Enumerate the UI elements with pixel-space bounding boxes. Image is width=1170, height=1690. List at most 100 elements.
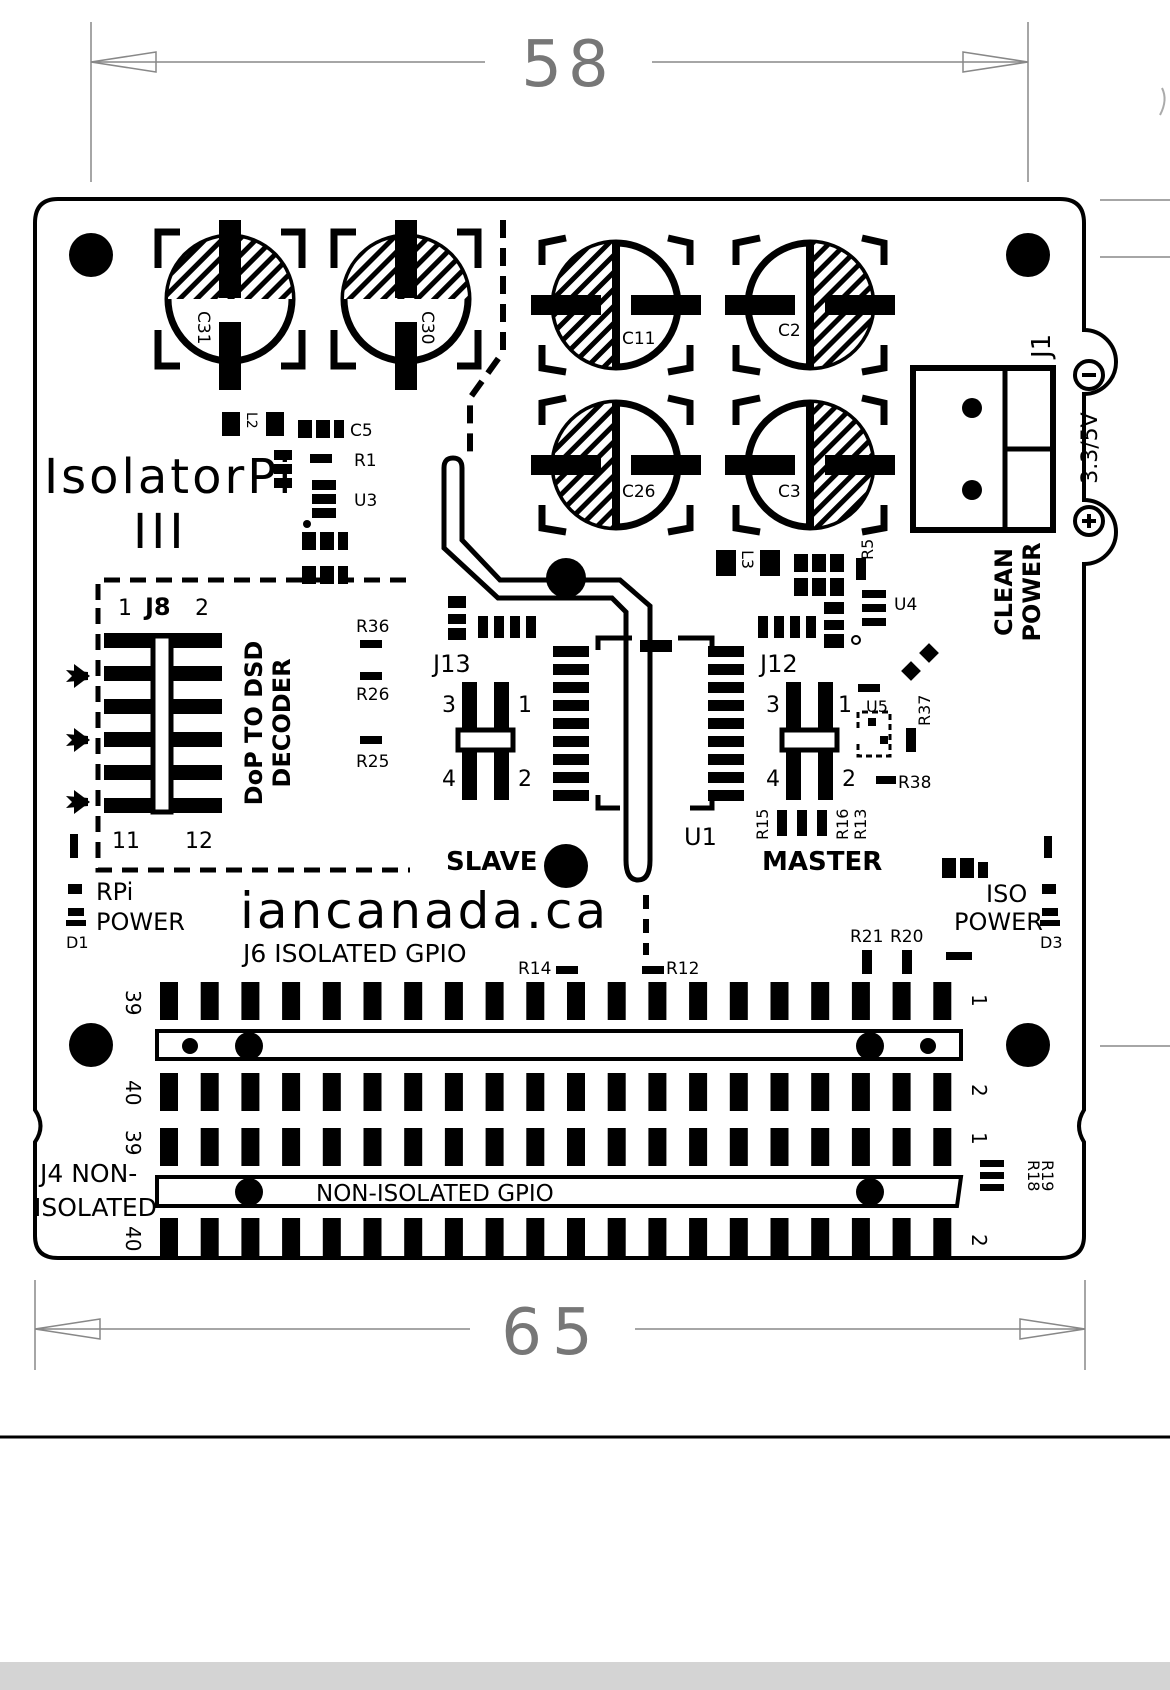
c5-label: C5 (350, 421, 373, 441)
passive-cluster-u4 (758, 554, 886, 648)
j6-pin (567, 1073, 585, 1111)
j4-pin (892, 1128, 911, 1166)
j6-pin (933, 982, 952, 1020)
c30-label: C30 (417, 311, 437, 345)
j6-pin (444, 1073, 463, 1111)
j4-pin (607, 1128, 626, 1166)
j13-pin4: 4 (442, 767, 456, 792)
ic-u5 (856, 684, 916, 758)
r19-label: R19 (1038, 1160, 1057, 1191)
resistors-r36-r26-r25 (360, 640, 382, 744)
power-terminal-j1 (910, 365, 1056, 533)
slave-label: SLAVE (446, 847, 538, 877)
j6-pin (770, 1073, 789, 1111)
j4-pin (770, 1128, 789, 1166)
j4-pin (811, 1218, 830, 1256)
j4-pin (282, 1218, 301, 1256)
board-title-revision: III (133, 504, 187, 560)
u4-label: U4 (894, 595, 917, 615)
dop-label-line2: DECODER (268, 658, 296, 787)
j4-pin (933, 1128, 952, 1166)
r18-label: R18 (1024, 1160, 1043, 1191)
j4-pin (811, 1128, 830, 1166)
j6-pin (160, 1073, 178, 1111)
j6-pin40-label: 40 (121, 1080, 145, 1105)
capacitor-c31: C31 (154, 220, 306, 390)
r13-label: R13 (851, 809, 870, 840)
j13-pin3: 3 (442, 693, 456, 718)
resistor-r12 (642, 966, 664, 974)
j8-jumper-bar (150, 633, 174, 815)
j8-outline (95, 577, 410, 873)
j4-pin (770, 1218, 789, 1256)
board-title: IsolatorPi (44, 449, 294, 505)
j4-pin (933, 1218, 952, 1256)
capacitor-c5 (298, 420, 344, 438)
j4-header-body (155, 1175, 964, 1208)
r37-label: R37 (915, 695, 934, 726)
r16-label: R16 (833, 809, 852, 840)
j6-pin (689, 1073, 708, 1111)
r25-label: R25 (356, 752, 389, 772)
j6-pin39-label: 39 (121, 990, 145, 1015)
u1-label: U1 (684, 823, 717, 851)
j12-jumper (779, 682, 840, 800)
j4-pin (322, 1128, 341, 1166)
j6-pin (811, 982, 830, 1020)
j4-pin (160, 1128, 178, 1166)
inductor-l3 (716, 550, 780, 576)
resistor-r14 (556, 966, 578, 974)
ic-u1 (553, 635, 744, 811)
board-outline (33, 197, 1118, 1260)
j4-pin (404, 1218, 423, 1256)
j6-pin (729, 1073, 748, 1111)
capacitor-c11: C11 (531, 234, 701, 376)
iso-power-line1: ISO (986, 880, 1027, 908)
dimension-width (90, 22, 1029, 182)
j4-pin (851, 1218, 870, 1256)
j6-pin (770, 982, 789, 1020)
j4-pin (200, 1218, 219, 1256)
r1-label: R1 (354, 451, 377, 471)
inductor-l2 (222, 412, 284, 436)
j4-pin1-label: 1 (967, 1132, 991, 1145)
j6-pin (282, 982, 301, 1020)
j6-pin (241, 1073, 260, 1111)
c31-label: C31 (193, 311, 213, 345)
u3-label: U3 (354, 491, 377, 511)
j4-pin (526, 1218, 545, 1256)
via-slave (544, 844, 588, 888)
voltage-label: 3.3/5V (1078, 412, 1103, 483)
j4-pin (363, 1128, 382, 1166)
j6-pin (282, 1073, 301, 1111)
u5-label: U5 (866, 697, 888, 716)
j4-alignment-dots (235, 1178, 884, 1206)
passive-cluster-j13 (448, 596, 536, 640)
j4-pin (322, 1218, 341, 1256)
j6-pin (526, 1073, 545, 1111)
j4-pin40-label: 40 (121, 1226, 145, 1251)
j6-pin (200, 982, 219, 1020)
dimension-length-value: 65 (501, 1296, 602, 1370)
clean-power-line2: POWER (1018, 542, 1046, 641)
j4-pin (363, 1218, 382, 1256)
non-isolated-gpio-label: NON-ISOLATED GPIO (316, 1181, 554, 1207)
r14-label: R14 (518, 959, 551, 979)
dimension-width-value: 58 (521, 28, 614, 102)
j8-arrow-icons (66, 664, 90, 814)
led-d3 (942, 836, 1060, 926)
passive-cluster-top (302, 520, 348, 584)
j6-pin (200, 1073, 219, 1111)
j6-pin (322, 1073, 341, 1111)
resistors-r15-r16-r13 (777, 810, 827, 836)
j4-pin-row-top (160, 1128, 952, 1166)
j6-pin (363, 1073, 382, 1111)
rpi-power-line1: RPi (96, 878, 133, 906)
j4-pin (444, 1128, 463, 1166)
j4-pin-row-bottom (160, 1218, 952, 1256)
c26-label: C26 (622, 482, 656, 502)
led-d1 (66, 834, 86, 926)
via-center (546, 558, 586, 598)
j6-heading: J6 ISOLATED GPIO (241, 939, 467, 968)
j6-pin (607, 982, 626, 1020)
